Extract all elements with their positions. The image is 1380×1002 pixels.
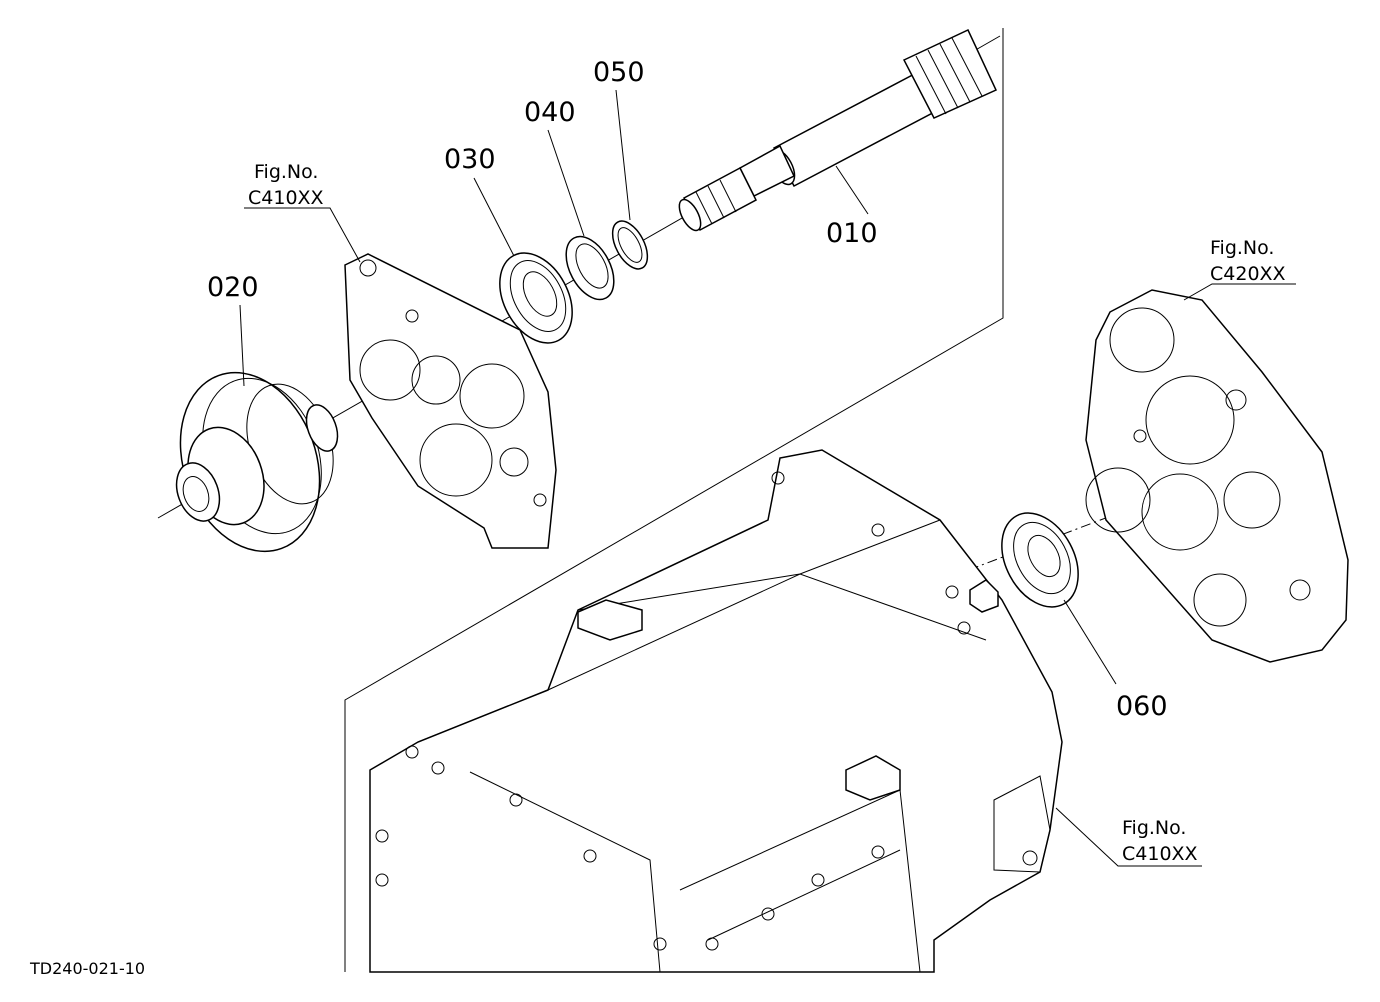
bearing-holder-right xyxy=(1085,289,1349,663)
fig-ref-left-code: C410XX xyxy=(248,187,324,209)
part-label-010: 010 xyxy=(826,218,878,249)
gear-shaft[interactable] xyxy=(675,29,998,234)
leader-lines xyxy=(239,89,1296,867)
ball-bearing-060[interactable] xyxy=(987,500,1094,620)
fig-ref-right-code: C420XX xyxy=(1210,263,1286,285)
fig-ref-left-prefix: Fig.No. xyxy=(254,161,318,183)
fig-ref-bottom-code: C410XX xyxy=(1122,843,1198,865)
fig-ref-right-prefix: Fig.No. xyxy=(1210,237,1274,259)
fig-ref-bottom-prefix: Fig.No. xyxy=(1122,817,1186,839)
assembly-frame xyxy=(344,28,1004,972)
part-label-040: 040 xyxy=(524,97,576,128)
differential-assembly[interactable] xyxy=(157,353,349,571)
collar[interactable] xyxy=(556,229,623,308)
part-label-030: 030 xyxy=(444,144,496,175)
transmission-case xyxy=(369,449,1063,973)
part-label-050: 050 xyxy=(593,57,645,88)
drawing-code: TD240-021-10 xyxy=(29,959,145,978)
part-label-020: 020 xyxy=(207,272,259,303)
bearing-holder-left xyxy=(344,253,557,549)
snap-ring[interactable] xyxy=(605,215,654,274)
part-label-060: 060 xyxy=(1116,691,1168,722)
